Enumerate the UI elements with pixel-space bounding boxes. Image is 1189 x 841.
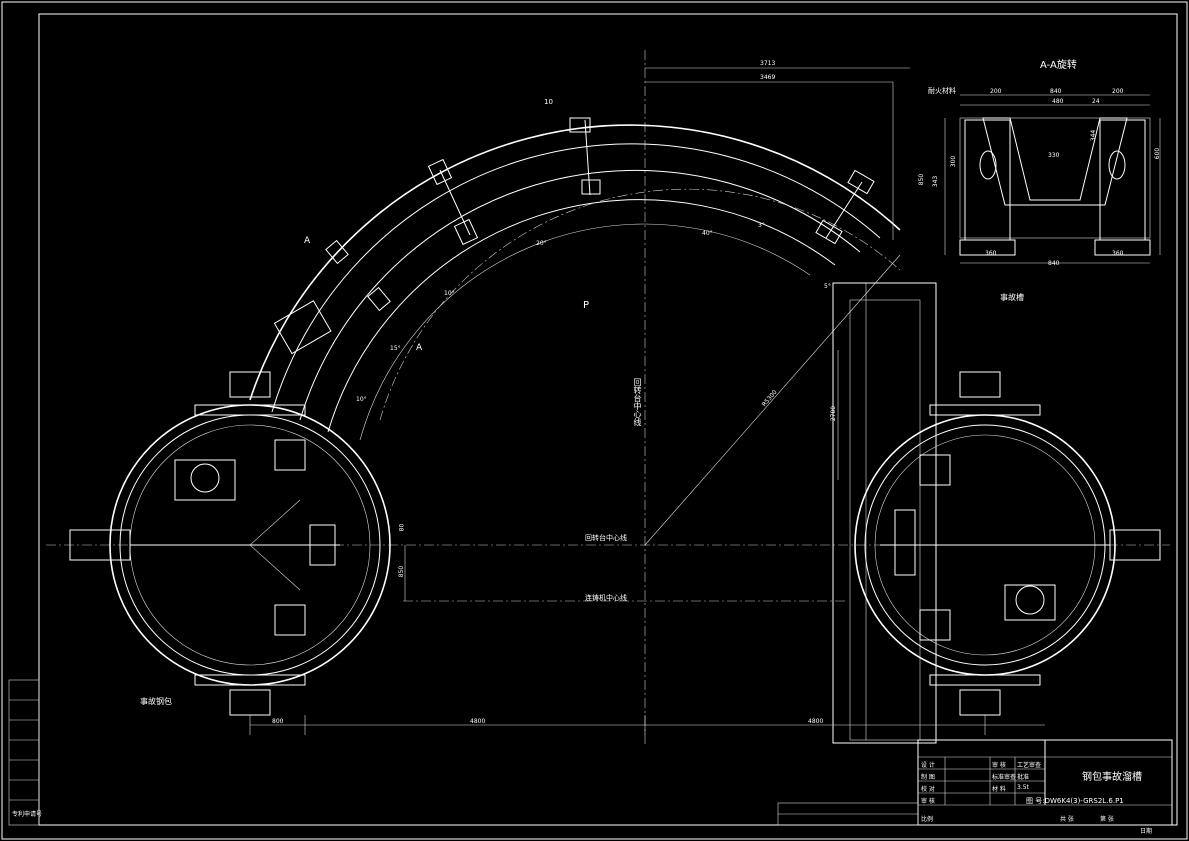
sec-dim-330: 330 xyxy=(1048,152,1060,159)
sec-dim-344: 344 xyxy=(1090,129,1098,142)
tb-date: 日期 xyxy=(1140,828,1153,835)
angle-6: 10° xyxy=(356,396,367,403)
tb-r2c2: 材 料 xyxy=(992,786,1006,793)
tb-r1c0: 制 图 xyxy=(921,774,935,781)
left-ladle xyxy=(69,371,391,716)
right-ladle xyxy=(854,371,1161,716)
dim-80: 80 xyxy=(398,523,406,532)
sec-dim-840b: 840 xyxy=(1048,260,1060,267)
drawing-title: 钢包事故溜槽 xyxy=(1082,772,1142,783)
section-marker-a2: A xyxy=(416,343,423,353)
tb-r3c0: 审 核 xyxy=(921,798,935,805)
radius-line xyxy=(644,254,901,546)
sec-dim-200b: 200 xyxy=(1112,88,1124,95)
ladle-label: 事故钢包 xyxy=(140,697,172,706)
arc-brackets xyxy=(273,117,875,355)
turret-center-vertical-label: 回转台中心线 xyxy=(633,378,642,426)
section-title: A-A旋转 xyxy=(1040,60,1077,71)
angle-7: 5° xyxy=(824,283,831,290)
sec-dim-600: 600 xyxy=(1154,147,1162,160)
section-marker-a1: A xyxy=(304,236,311,246)
sec-dim-200a: 200 xyxy=(990,88,1002,95)
dim-span-right: 4800 xyxy=(808,718,824,725)
dim-radius: R5300 xyxy=(760,388,779,409)
angle-3: 20° xyxy=(536,240,547,247)
tb-page: 第 张 xyxy=(1100,816,1114,823)
inner-border xyxy=(38,13,1178,826)
sec-dim-840: 840 xyxy=(1050,88,1062,95)
turret-center-label: 回转台中心线 xyxy=(585,534,627,542)
tb-r0c3: 工艺审查 xyxy=(1017,762,1042,769)
tb-r2c3: 3.5t xyxy=(1017,784,1029,791)
dim-800: 800 xyxy=(272,718,284,725)
chute-label: 事故槽 xyxy=(1000,293,1024,302)
tb-sheet: 共 张 xyxy=(1060,816,1074,823)
sec-dim-343: 343 xyxy=(932,175,940,188)
dim-850: 850 xyxy=(398,565,406,578)
tb-r1c2: 标准审查 xyxy=(992,774,1017,781)
dim-2700: 2700 xyxy=(830,405,838,422)
section-a-a xyxy=(944,94,1161,264)
tb-r0c2: 审 核 xyxy=(992,762,1006,769)
tb-scale: 比例 xyxy=(921,816,934,823)
refractory-label: 耐火材料 xyxy=(928,87,956,95)
angle-5: 15° xyxy=(390,345,401,352)
arc-chute xyxy=(249,124,901,441)
sec-dim-850: 850 xyxy=(918,173,926,186)
surface-mark: 10 xyxy=(544,98,553,106)
drawing-number: 图 号:DW6K4(3)-GRS2L.6.P1 xyxy=(1026,797,1124,805)
tb-r2c0: 校 对 xyxy=(921,786,935,793)
angle-1: 40° xyxy=(702,230,713,237)
title-block xyxy=(777,739,1173,826)
dimension-lines xyxy=(249,67,1045,735)
dim-top-overall: 3713 xyxy=(760,60,776,67)
sec-dim-300: 300 xyxy=(950,155,958,168)
left-stamp-text: 专利申请号 xyxy=(12,810,42,818)
dim-span-left: 4800 xyxy=(470,718,486,725)
left-margin-stamp: 专利申请号 xyxy=(8,679,42,826)
sec-dim-24: 24 xyxy=(1092,98,1100,105)
tb-r0c0: 设 计 xyxy=(921,762,935,769)
vertical-chute xyxy=(832,282,937,744)
sec-dim-360b: 360 xyxy=(1112,250,1124,257)
sec-dim-480: 480 xyxy=(1052,98,1064,105)
angle-4: 10° xyxy=(444,290,455,297)
dim-top-inner: 3469 xyxy=(760,74,776,81)
tb-r1c3: 批准 xyxy=(1017,774,1030,781)
sec-dim-360a: 360 xyxy=(985,250,997,257)
direction-p: P xyxy=(583,300,590,311)
angle-2: 3° xyxy=(758,222,765,229)
caster-center-label: 连铸机中心线 xyxy=(585,594,627,602)
